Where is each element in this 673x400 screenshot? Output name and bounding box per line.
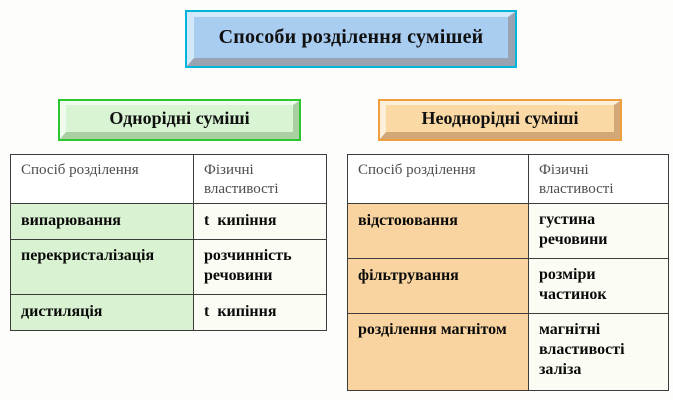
property-cell: густина речовини (528, 202, 669, 259)
method-cell: перекристалізація (10, 238, 194, 295)
table-header-row: Спосіб розділення Фізичні властивості (10, 154, 327, 204)
homogeneous-heading-face: Однорідні суміші (60, 101, 299, 139)
table-row: розділення магнітом магнітні властивості… (347, 312, 669, 391)
property-column-header: Фізичні властивості (193, 154, 327, 204)
table-row: відстоювання густина речовини (347, 202, 669, 259)
heterogeneous-heading-face: Неоднорідні суміші (380, 101, 620, 139)
table-header-row: Спосіб розділення Фізичні властивості (347, 154, 669, 204)
method-column-header: Спосіб розділення (10, 154, 194, 204)
homogeneous-heading: Однорідні суміші (109, 108, 250, 128)
property-cell: розміри частинок (528, 257, 669, 314)
method-cell: випарювання (10, 202, 194, 240)
property-cell: магнітні властивості заліза (528, 312, 669, 391)
heterogeneous-table: Спосіб розділення Фізичні властивості ві… (347, 154, 669, 391)
homogeneous-heading-box: Однорідні суміші (58, 99, 301, 141)
table-row: дистиляція t кипіння (10, 293, 327, 331)
main-title-box: Способи розділення сумішей (185, 10, 517, 68)
property-cell: t кипіння (193, 202, 327, 240)
heterogeneous-heading-box: Неоднорідні суміші (378, 99, 622, 141)
table-row: фільтрування розміри частинок (347, 257, 669, 314)
property-cell: t кипіння (193, 293, 327, 331)
method-cell: відстоювання (347, 202, 529, 259)
table-row: перекристалізація розчинність речовини (10, 238, 327, 295)
method-cell: дистиляція (10, 293, 194, 331)
property-column-header: Фізичні властивості (528, 154, 669, 204)
method-column-header: Спосіб розділення (347, 154, 529, 204)
heterogeneous-heading: Неоднорідні суміші (421, 108, 579, 128)
method-cell: фільтрування (347, 257, 529, 314)
table-row: випарювання t кипіння (10, 202, 327, 240)
homogeneous-table: Спосіб розділення Фізичні властивості ви… (10, 154, 327, 331)
method-cell: розділення магнітом (347, 312, 529, 391)
main-title-face: Способи розділення сумішей (187, 12, 515, 66)
property-cell: розчинність речовини (193, 238, 327, 295)
main-title: Способи розділення сумішей (218, 26, 484, 48)
